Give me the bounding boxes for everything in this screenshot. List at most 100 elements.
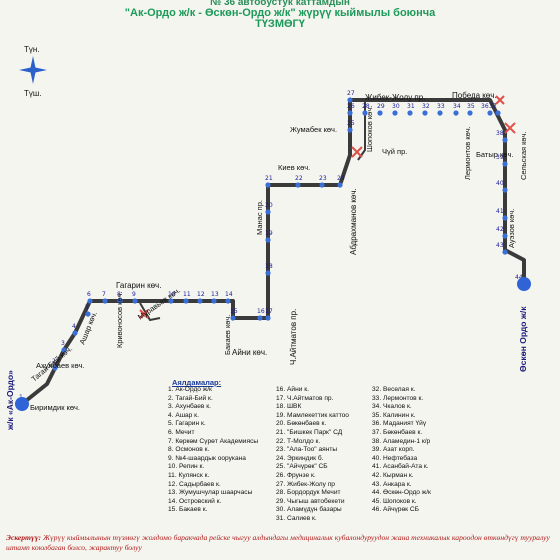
stop-number: 31 — [407, 103, 415, 110]
stop-marker — [183, 298, 189, 304]
stop-number: 28 — [362, 103, 370, 110]
stop-number: 22 — [295, 175, 303, 182]
stop-marker — [230, 315, 236, 321]
legend-item: 22. Т-Молдо к. — [276, 437, 321, 445]
street-chui: Чүй пр. — [382, 147, 407, 156]
compass-south-label: Түш. — [24, 89, 42, 98]
stop-marker — [502, 215, 508, 221]
stop-number: 3 — [61, 340, 65, 347]
stop-marker — [265, 237, 271, 243]
stop-number: 27 — [347, 90, 355, 97]
legend-item: 21. "Бишкек Парк" СД — [276, 428, 343, 436]
stop-number: 33 — [437, 103, 445, 110]
stop-number: 44 — [515, 274, 523, 281]
legend-item: 25. "Айчүрөк" СБ — [276, 463, 328, 471]
header: № 36 автобустук каттамдын "Ак-Ордо ж/к -… — [0, 0, 560, 30]
stop-marker — [487, 110, 493, 116]
stop-marker — [347, 110, 353, 116]
legend-item: 35. Калинин к. — [372, 411, 416, 419]
legend-item: 44. Өскөн-Ордо ж/к — [372, 489, 431, 497]
legend-item: 41. Асанбай-Ата к. — [372, 463, 429, 471]
header-line1: № 36 автобустук каттамдын — [210, 0, 350, 8]
legend-item: 5. Гагарин к. — [168, 420, 206, 428]
legend-item: 18. ШВК — [276, 403, 302, 411]
legend-item: 26. Фрунзе к. — [276, 471, 316, 479]
stop-number: 32 — [422, 103, 430, 110]
stop-number: 35 — [467, 103, 475, 110]
street-batyr: Батыр көч. — [476, 150, 513, 159]
stop-number: 11 — [183, 291, 191, 298]
stop-number: 43 — [496, 242, 504, 249]
legend-item: 13. Жумушчулар шаарчасы — [168, 489, 253, 497]
street-pobeda: Победа көч. — [452, 91, 497, 100]
terminal-end-label: Өскөн Ордо ж/к — [518, 306, 528, 372]
legend-item: 27. Жибек-Жолу пр — [276, 480, 335, 488]
street-selskaya: Сельская көч. — [519, 131, 528, 180]
stop-number: 6 — [87, 291, 91, 298]
legend-item: 28. Бордордук Мечит — [276, 489, 341, 497]
terminal-start-marker — [15, 397, 29, 411]
stop-marker — [422, 110, 428, 116]
stop-number: 25 — [347, 120, 355, 127]
stop-number: 17 — [265, 308, 273, 315]
stop-marker — [362, 110, 368, 116]
street-abdrakhmanov: Абдрахманов көч. — [349, 188, 358, 255]
street-zhumabek: Жумабек көч. — [290, 125, 337, 134]
stop-number: 21 — [265, 175, 273, 182]
legend-item: 20. Бөкөнбаев к. — [276, 420, 327, 428]
stop-marker — [502, 137, 508, 143]
legend-item: 39. Азат корп. — [372, 446, 415, 454]
stop-marker — [502, 233, 508, 239]
street-krivonosov: Кривоносов көч. — [115, 291, 124, 348]
stop-number: 42 — [496, 226, 504, 233]
legend-item: 16. Айни к. — [276, 386, 309, 393]
compass-east-west-arrow — [19, 67, 47, 73]
legend-item: 40. Нефтебаза — [372, 454, 418, 462]
street-muraveev: Муравьев көч. — [136, 286, 182, 322]
legend-item: 17. Ч.Айтматов пр. — [276, 394, 334, 402]
stop-marker — [87, 298, 93, 304]
stop-marker — [265, 270, 271, 276]
stop-marker — [347, 127, 353, 133]
stop-marker — [117, 298, 123, 304]
stop-marker — [295, 182, 301, 188]
legend-item: 29. Чыгыш автобекети — [276, 497, 345, 505]
stop-number: 9 — [132, 291, 136, 298]
closure-cross-icon — [504, 122, 516, 134]
legend-item: 9. №4-шаардык оорукана — [168, 454, 246, 462]
street-gagarin: Гагарин көч. — [116, 281, 161, 290]
stop-marker — [502, 187, 508, 193]
stop-marker — [211, 298, 217, 304]
legend-item: 7. Көркөм Сүрөт Академиясы — [168, 437, 259, 445]
legend-item: 32. Веселая к. — [372, 386, 416, 393]
stop-number: 39 — [496, 154, 504, 161]
legend-item: 15. Бакаев к. — [168, 506, 208, 514]
stop-number: 15 — [230, 308, 238, 315]
legend-item: 12. Садырбаев к. — [168, 480, 221, 488]
stop-number: 24 — [337, 175, 345, 182]
stop-number: 13 — [211, 291, 219, 298]
stop-number: 36 — [481, 103, 489, 110]
legend-item: 43. Анкара к. — [372, 480, 412, 488]
street-aini: Айни көч. — [232, 348, 267, 357]
stop-marker — [257, 315, 263, 321]
stop-number: 8 — [117, 291, 121, 298]
stop-number: 34 — [453, 103, 461, 110]
closure-cross-icon — [351, 146, 363, 158]
stop-number: 4 — [72, 323, 76, 330]
legend-item: 14. Островский к. — [168, 497, 222, 505]
legend-item: 6. Мечит — [168, 428, 195, 436]
stop-marker — [225, 298, 231, 304]
stop-marker — [453, 110, 459, 116]
route-spur-krivonosov — [139, 302, 161, 322]
street-birimdik: Биримдик көч. — [30, 403, 80, 412]
stop-marker — [502, 161, 508, 167]
street-akhunbaev: Ахунбаев көч. — [36, 361, 85, 370]
stop-marker — [102, 298, 108, 304]
legend-item: 34. Чкалов к. — [372, 403, 412, 411]
legend-item: 3. Ахунбаев к. — [168, 403, 211, 411]
stop-marker — [52, 365, 58, 371]
stop-marker — [85, 311, 91, 317]
